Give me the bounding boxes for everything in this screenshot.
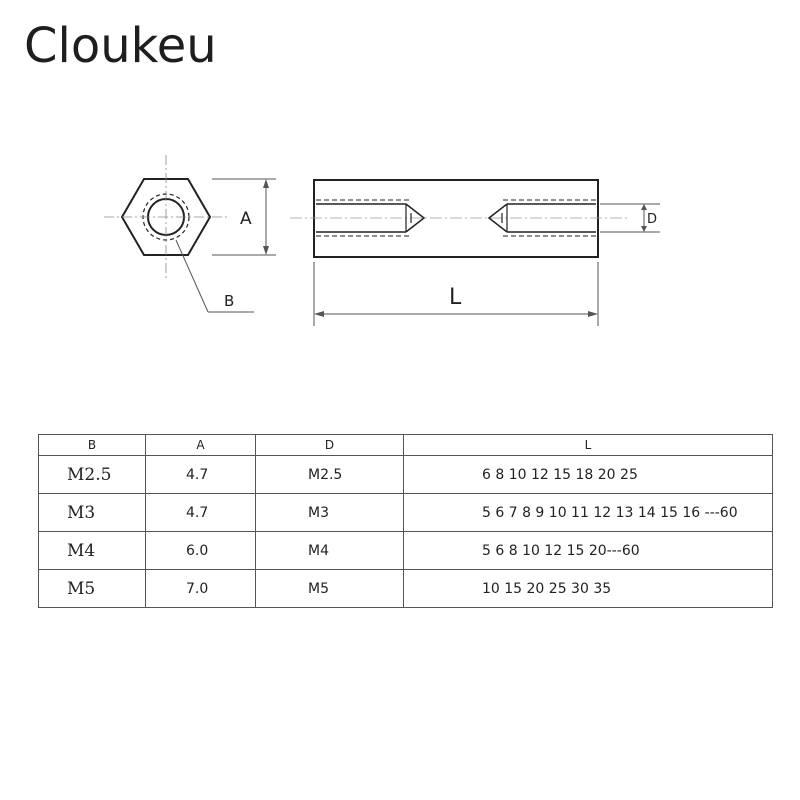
table-row: M4 6.0 M4 5 6 8 10 12 15 20---60 — [38, 531, 773, 570]
cell-b: M3 — [38, 493, 146, 532]
col-header-b: B — [38, 434, 146, 456]
table-row: M2.5 4.7 M2.5 6 8 10 12 15 18 20 25 — [38, 455, 773, 494]
standoff-technical-drawing: A B D L — [104, 155, 660, 326]
col-header-d: D — [255, 434, 404, 456]
label-a: A — [240, 209, 252, 229]
col-header-a: A — [145, 434, 256, 456]
hex-end-view — [104, 155, 228, 280]
leader-b — [175, 239, 254, 313]
cell-l: 6 8 10 12 15 18 20 25 — [403, 455, 773, 494]
hex-outline — [120, 178, 212, 256]
cell-a: 7.0 — [145, 569, 256, 608]
cell-l: 5 6 8 10 12 15 20---60 — [403, 531, 773, 570]
cell-d: M2.5 — [255, 455, 404, 494]
dimension-d — [600, 203, 660, 233]
cell-b: M4 — [38, 531, 146, 570]
cell-d: M4 — [255, 531, 404, 570]
body-outline — [313, 179, 599, 258]
label-l: L — [449, 285, 462, 310]
dimension-a — [212, 178, 276, 256]
cell-d: M3 — [255, 493, 404, 532]
table-row: M3 4.7 M3 5 6 7 8 9 10 11 12 13 14 15 16… — [38, 493, 773, 532]
label-b: B — [224, 292, 234, 310]
brand-logo-text: Cloukeu — [24, 18, 217, 74]
col-header-l: L — [403, 434, 773, 456]
dimension-l — [313, 262, 599, 326]
cell-l: 5 6 7 8 9 10 11 12 13 14 15 16 ---60 — [403, 493, 773, 532]
cell-b: M5 — [38, 569, 146, 608]
cell-a: 4.7 — [145, 493, 256, 532]
cell-b: M2.5 — [38, 455, 146, 494]
label-d: D — [647, 212, 657, 227]
cell-l: 10 15 20 25 30 35 — [403, 569, 773, 608]
spec-header-row: B A D L — [38, 434, 773, 456]
cell-a: 4.7 — [145, 455, 256, 494]
standoff-side-view — [290, 179, 628, 258]
table-row: M5 7.0 M5 10 15 20 25 30 35 — [38, 569, 773, 608]
spec-table: B A D L M2.5 4.7 M2.5 6 8 10 12 15 18 20… — [38, 434, 773, 608]
cell-d: M5 — [255, 569, 404, 608]
cell-a: 6.0 — [145, 531, 256, 570]
